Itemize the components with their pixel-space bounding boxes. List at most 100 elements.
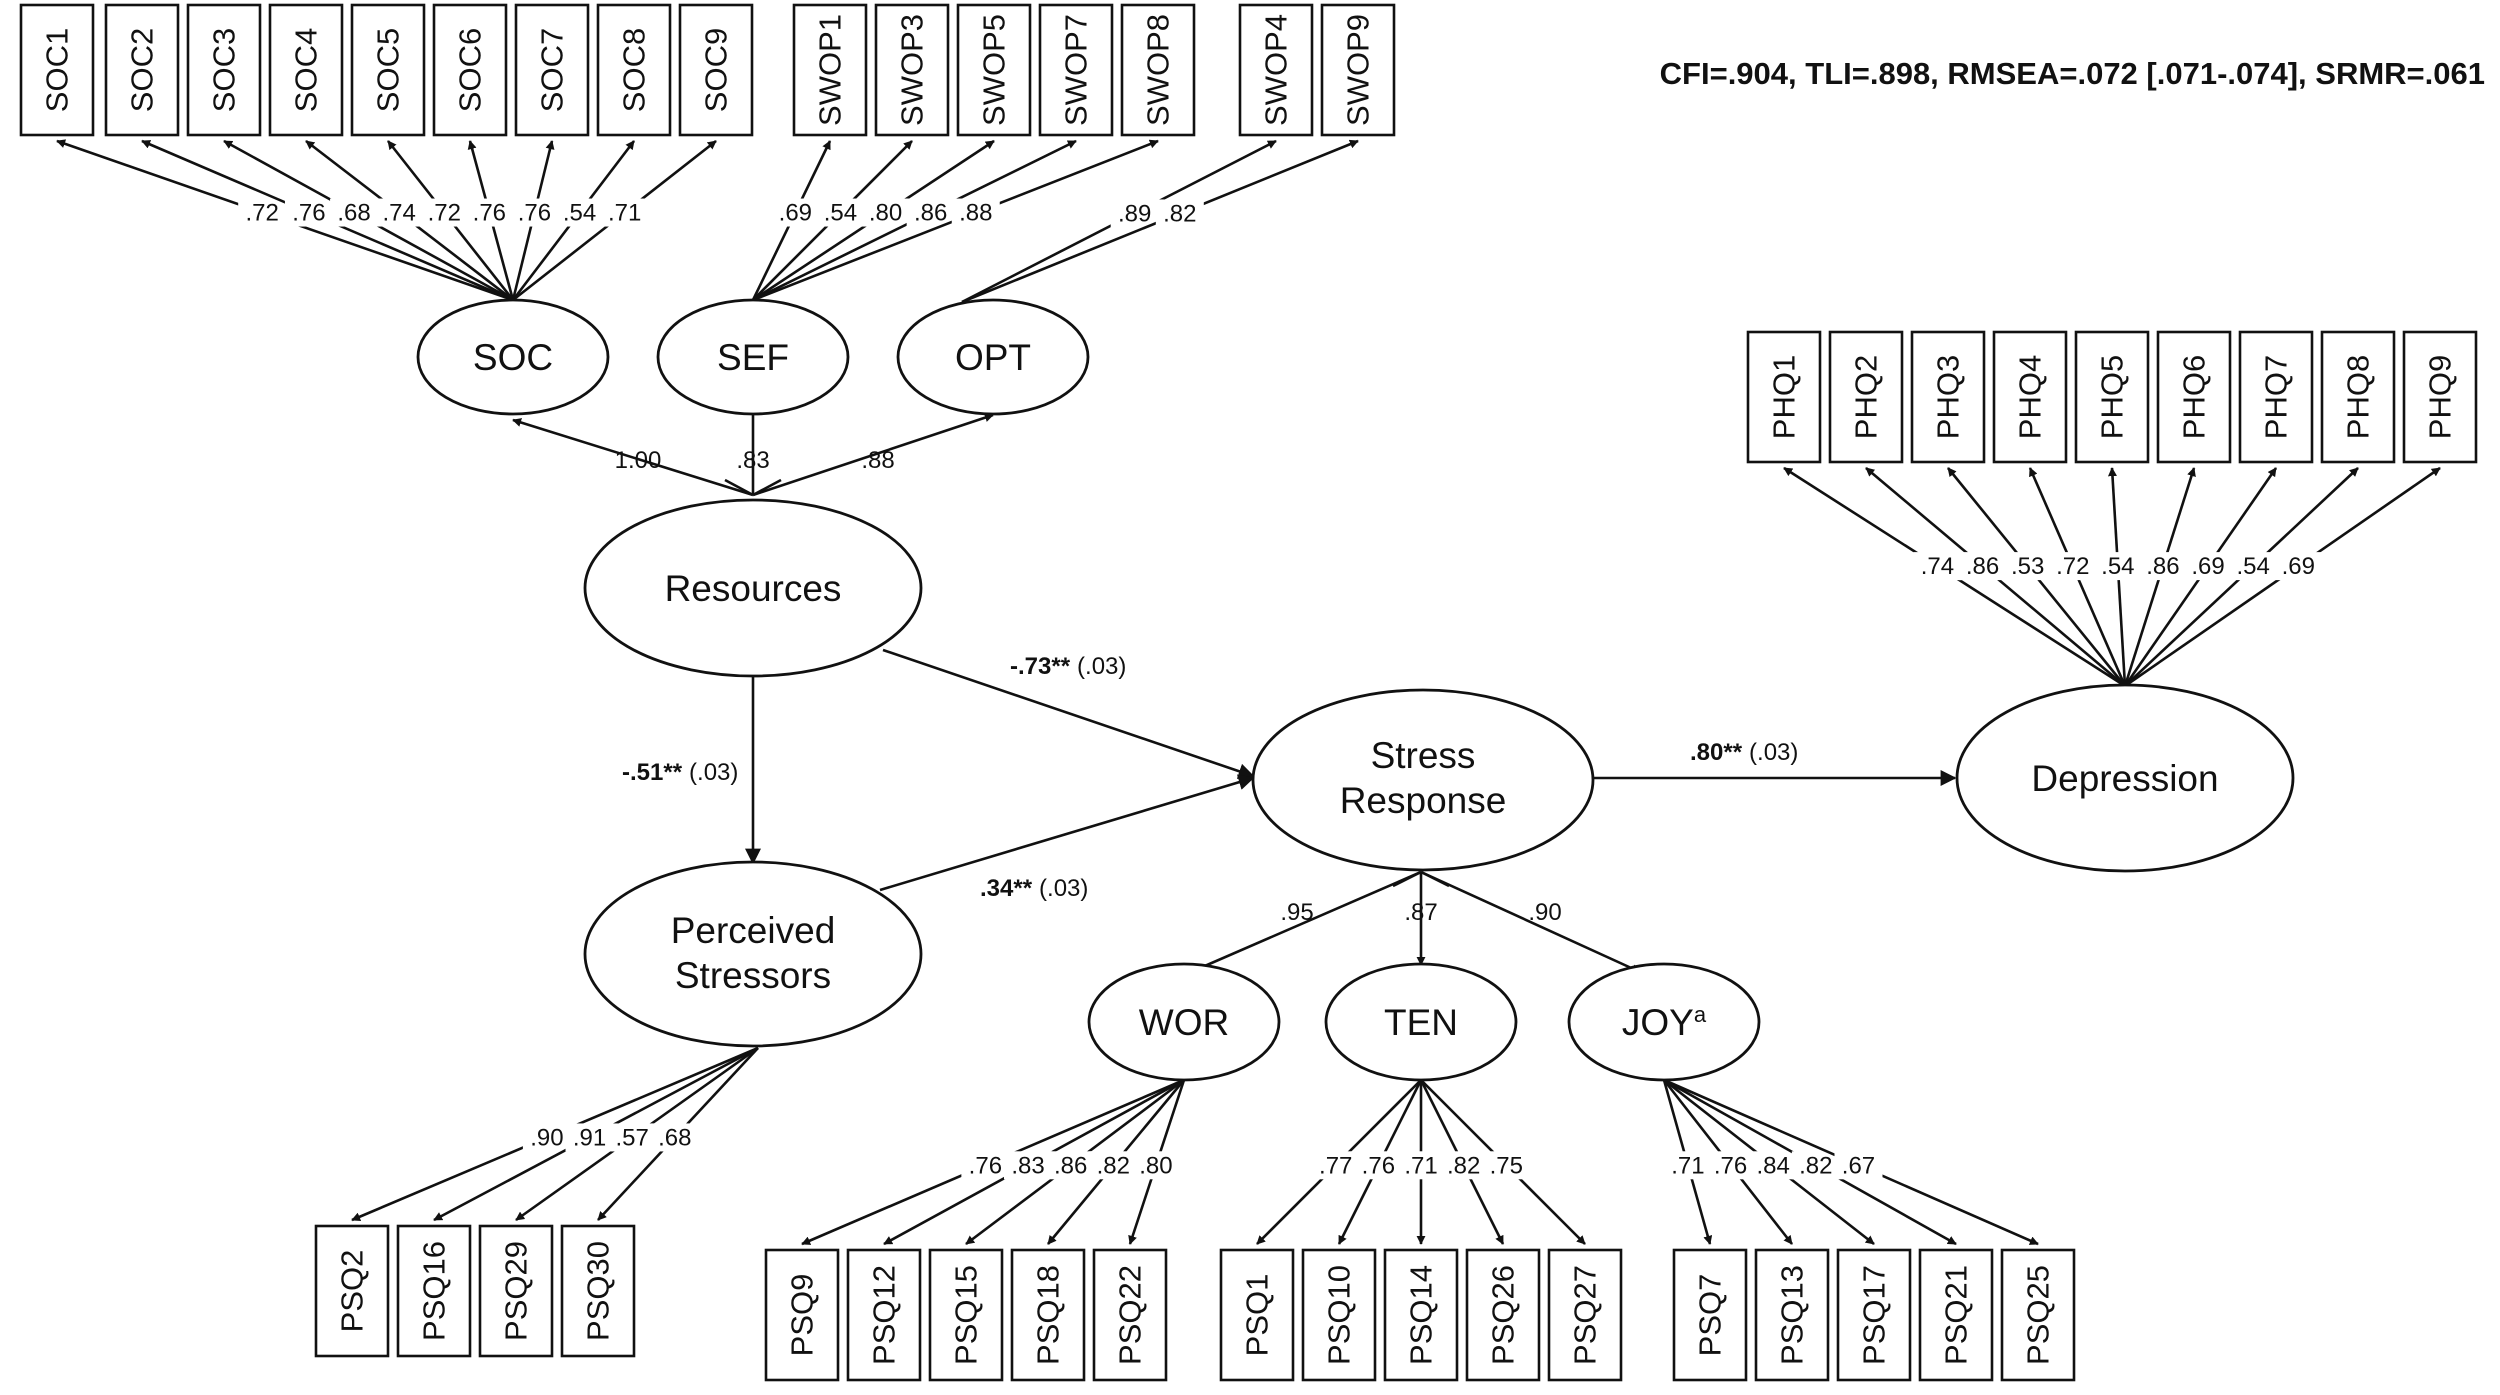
loading-value-pst-4: .68 <box>658 1124 691 1151</box>
indicator-label-phq9: PHQ9 <box>2423 355 2458 439</box>
loading-halo <box>1958 552 2007 581</box>
loading-value-phq-4: .72 <box>2056 553 2089 580</box>
latent-soc-label: SOC <box>473 337 553 378</box>
indicator-box-psq7 <box>1672 1248 1748 1382</box>
indicator-box-psq15 <box>928 1248 1004 1382</box>
stress-junction-left <box>1392 870 1422 888</box>
coef-resources-to-perceived: -.51**(.03) <box>622 759 738 786</box>
latent-wor: WOR <box>1087 962 1281 1082</box>
loading-halo <box>771 198 820 227</box>
path-perceived-to-stress <box>879 774 1255 892</box>
indicator-label-phq3: PHQ3 <box>1931 355 1966 439</box>
latent-sef-label: SEF <box>717 337 789 378</box>
path-resources-to-stress <box>882 648 1255 779</box>
indicator-box-phq7 <box>2238 330 2314 464</box>
loading-halo <box>1131 1151 1180 1180</box>
loading-halo <box>861 198 910 227</box>
loading-value-joy-2: .76 <box>1714 1152 1747 1179</box>
loading-value-wor-3: .86 <box>1054 1152 1087 1179</box>
latent-depression-label: Depression <box>2031 758 2218 799</box>
loading-value-ten-4: .82 <box>1447 1152 1480 1179</box>
indicator-label-psq30: PSQ30 <box>581 1241 616 1341</box>
path-resources-to-soc <box>512 418 754 497</box>
indicator-box-psq1 <box>1219 1248 1295 1382</box>
latent-perceived-label-line1: Perceived <box>671 910 836 951</box>
indicator-box-psq9 <box>764 1248 840 1382</box>
loading-value-phq-5: .54 <box>2101 553 2134 580</box>
indicator-box-psq13 <box>1754 1248 1830 1382</box>
loading-value-phq-7: .69 <box>2191 553 2224 580</box>
indicator-box-psq21 <box>1918 1248 1994 1382</box>
loading-value-phq-6: .86 <box>2146 553 2179 580</box>
indicator-label-soc2: SOC2 <box>125 28 160 112</box>
latent-ten: TEN <box>1324 962 1518 1082</box>
indicator-label-swop8: SWOP8 <box>1141 14 1176 126</box>
indicator-label-psq9: PSQ9 <box>785 1274 820 1357</box>
indicator-label-psq15: PSQ15 <box>949 1265 984 1365</box>
loading-halo <box>330 198 379 227</box>
indicator-label-phq4: PHQ4 <box>2013 355 2048 439</box>
latent-soc: SOC <box>416 298 610 416</box>
resources-second-order <box>512 404 994 497</box>
indicator-box-soc2 <box>104 3 180 137</box>
indicator-label-psq12: PSQ12 <box>867 1265 902 1365</box>
indicator-label-swop7: SWOP7 <box>1059 14 1094 126</box>
loading-halo <box>1439 1151 1488 1180</box>
loading-resources-opt: .88 <box>861 447 894 474</box>
indicator-box-phq4 <box>1992 330 2068 464</box>
coef-stress-to-depression: .80**(.03) <box>1690 739 1798 766</box>
indicator-box-swop1 <box>792 3 868 137</box>
indicator-label-soc1: SOC1 <box>40 28 75 112</box>
indicator-box-soc6 <box>432 3 508 137</box>
resources-junction-left <box>724 478 754 497</box>
indicator-box-soc4 <box>268 3 344 137</box>
loading-halo <box>906 198 955 227</box>
indicator-label-soc7: SOC7 <box>535 28 570 112</box>
latent-stress-response: Stress Response <box>1251 688 1595 872</box>
loading-value-joy-5: .67 <box>1842 1152 1875 1179</box>
loading-value-soc-5: .72 <box>428 200 461 227</box>
latent-joy: JOYa <box>1567 962 1761 1082</box>
indicator-label-psq18: PSQ18 <box>1031 1265 1066 1365</box>
loading-value-wor-1: .76 <box>969 1152 1002 1179</box>
indicator-box-psq12 <box>846 1248 922 1382</box>
loading-halo <box>1354 1151 1403 1180</box>
loading-halo <box>1834 1151 1883 1180</box>
loading-halo <box>1397 1151 1445 1180</box>
loading-value-phq-1: .74 <box>1921 553 1954 580</box>
loading-halo <box>608 1123 657 1152</box>
loading-halo <box>2229 552 2278 581</box>
coef-resources-to-stress: -.73**(.03) <box>1010 653 1126 680</box>
loading-stress-joy: .90 <box>1528 899 1561 926</box>
loading-value-phq-9: .69 <box>2282 553 2315 580</box>
indicator-label-psq29: PSQ29 <box>499 1241 534 1341</box>
loading-halo <box>2003 552 2052 581</box>
latent-sef: SEF <box>656 298 850 416</box>
loading-value-ten-5: .75 <box>1490 1152 1523 1179</box>
indicator-box-psq29 <box>478 1224 554 1358</box>
loading-value-wor-5: .80 <box>1139 1152 1172 1179</box>
loading-value-wor-4: .82 <box>1097 1152 1130 1179</box>
structural-paths <box>745 648 1957 892</box>
path-stress-to-joy <box>1420 870 1641 974</box>
indicator-box-soc9 <box>678 3 754 137</box>
loading-value-ten-2: .76 <box>1362 1152 1395 1179</box>
latent-ten-label: TEN <box>1384 1002 1458 1043</box>
latent-joy-label: JOYa <box>1622 1002 1707 1043</box>
loading-halo <box>600 198 649 227</box>
indicator-label-phq5: PHQ5 <box>2095 355 2130 439</box>
latent-opt: OPT <box>896 298 1090 416</box>
indicator-box-phq2 <box>1828 330 1904 464</box>
loading-value-sef-5: .88 <box>959 200 992 227</box>
loading-value-pst-1: .90 <box>530 1124 563 1151</box>
indicator-box-phq5 <box>2074 330 2150 464</box>
indicator-box-psq16 <box>396 1224 472 1358</box>
indicator-box-swop7 <box>1038 3 1114 137</box>
indicator-label-psq25: PSQ25 <box>2021 1265 2056 1365</box>
indicator-box-psq10 <box>1301 1248 1377 1382</box>
latent-resources-label: Resources <box>665 568 842 609</box>
loading-value-soc-9: .71 <box>608 200 641 227</box>
loading-value-ten-1: .77 <box>1319 1152 1352 1179</box>
loading-resources-soc: 1.00 <box>615 447 662 474</box>
loading-value-phq-3: .53 <box>2011 553 2044 580</box>
